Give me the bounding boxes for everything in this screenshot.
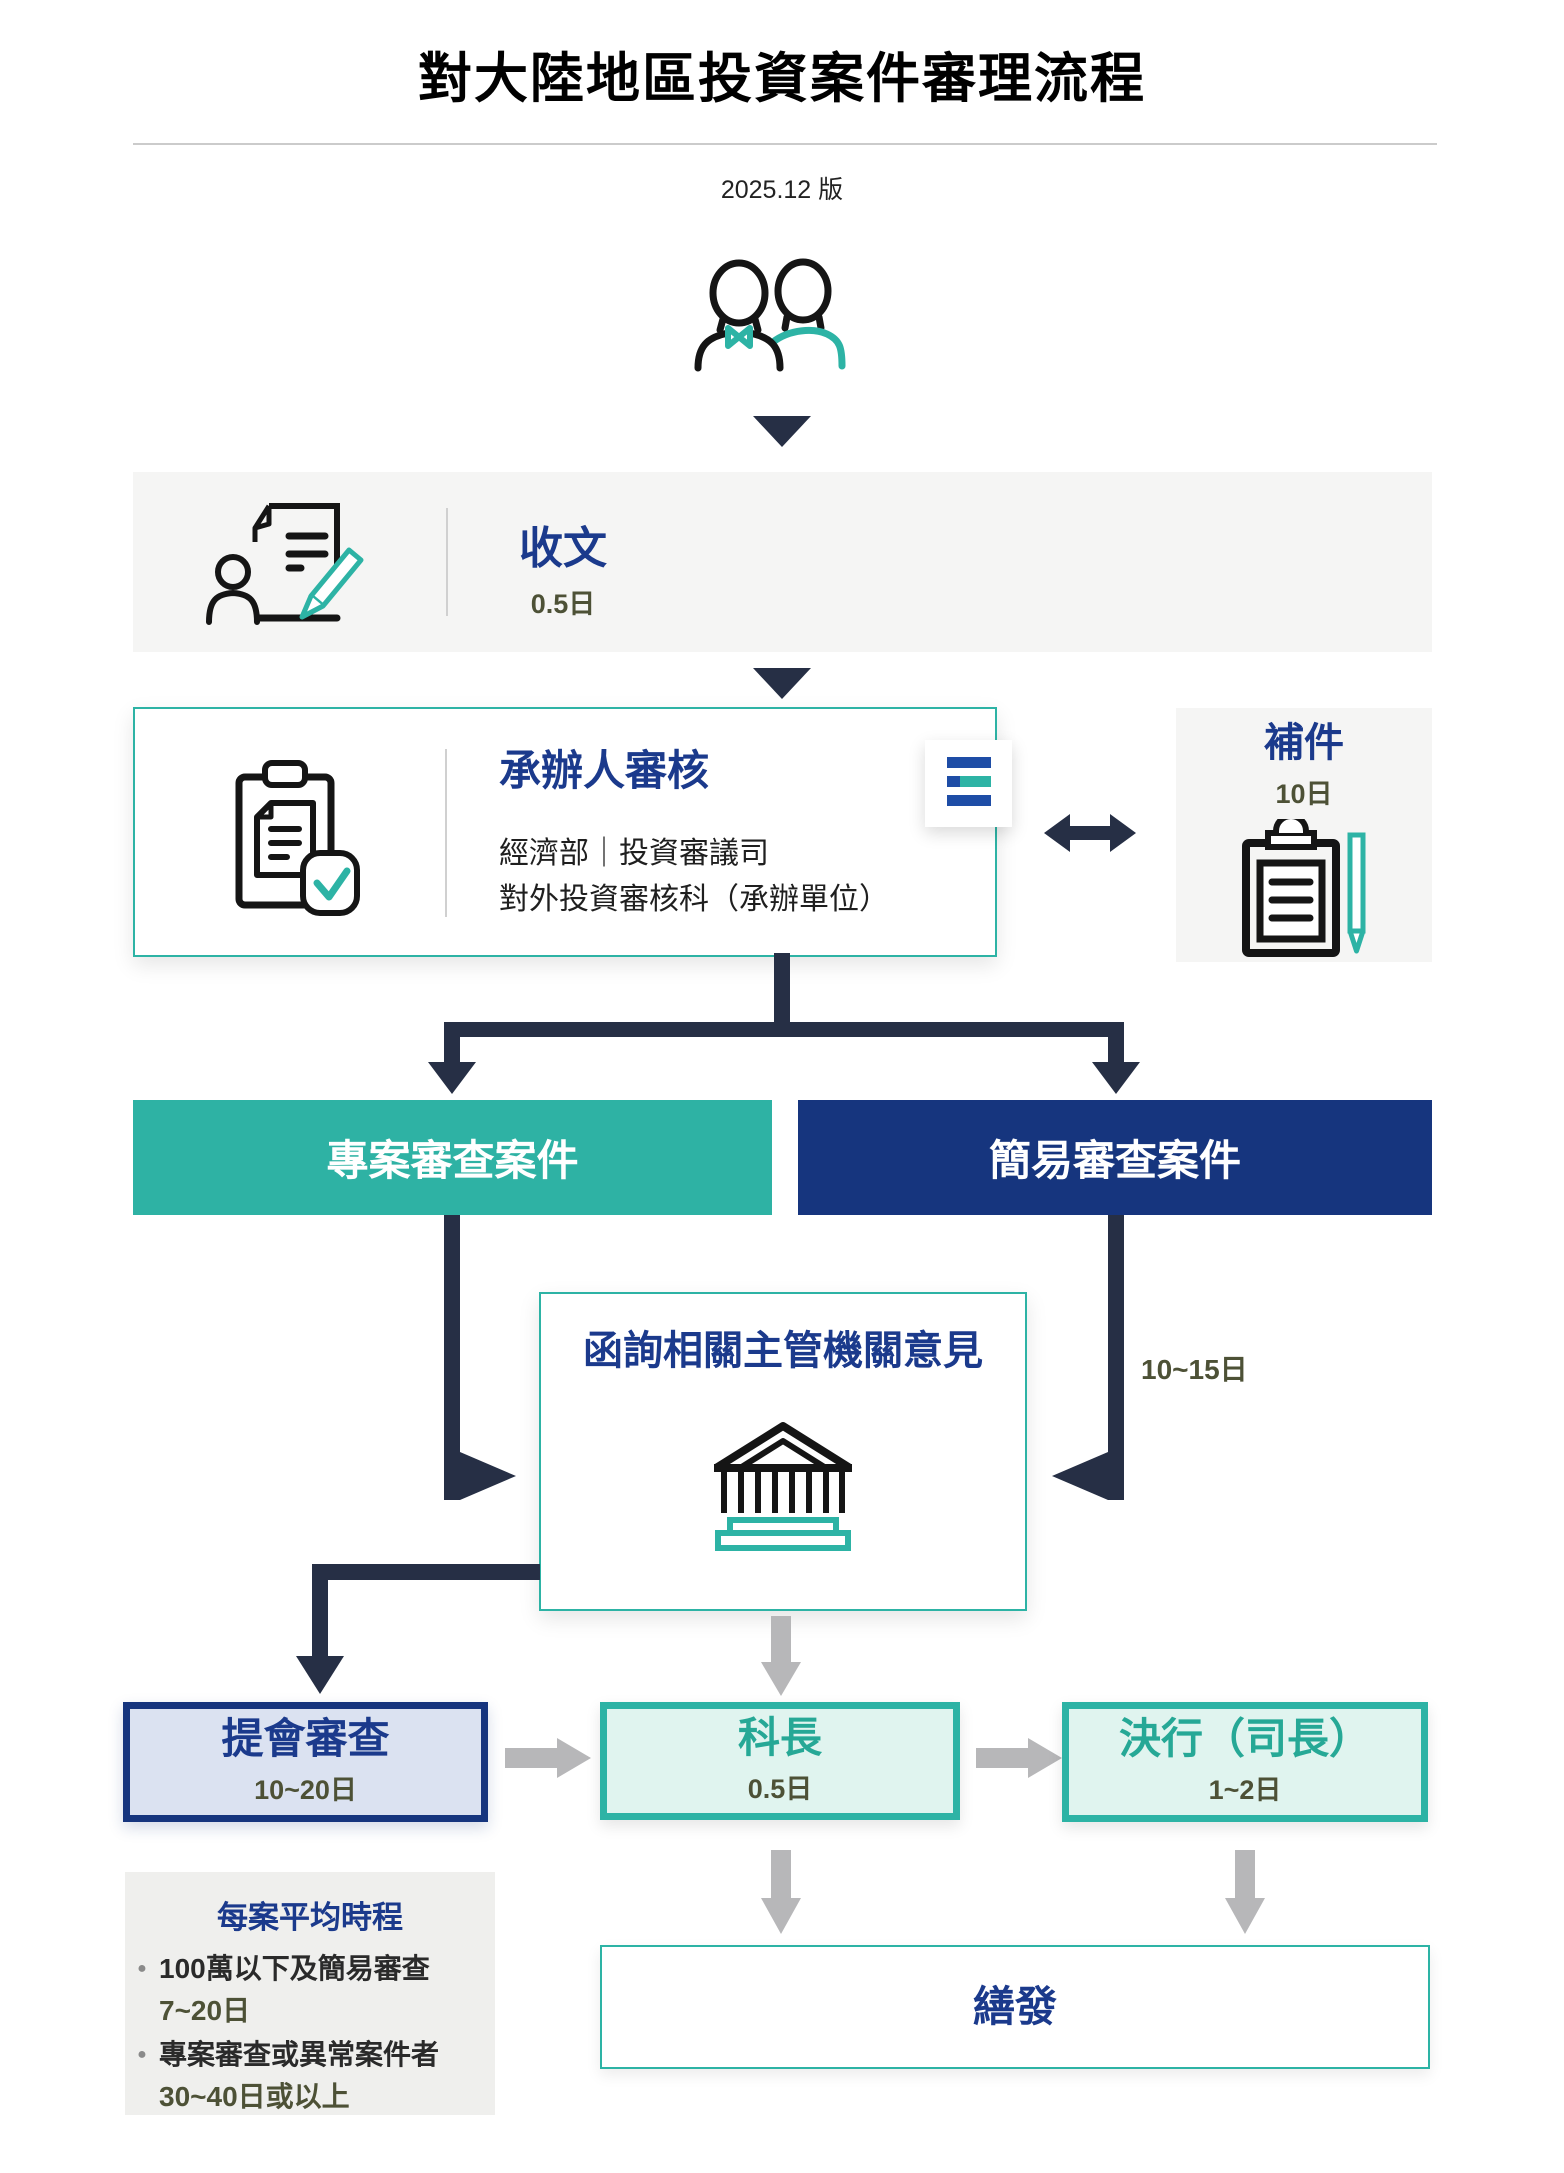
section-chief-duration: 0.5日 [747, 1773, 813, 1804]
simple-review-node: 簡易審查案件 [798, 1100, 1432, 1215]
average-item-2-duration: 30~40日或以上 [159, 2081, 350, 2113]
branch-right-drop-line [1108, 1037, 1124, 1064]
receive-label: 收文 [519, 524, 607, 573]
average-duration-note: 每案平均時程 ● 100萬以下及簡易審查 7~20日 ● 專案審查或異常案件者 … [125, 1872, 495, 2115]
special-review-label: 專案審查案件 [326, 1137, 579, 1184]
clipboard-pen-icon [1238, 813, 1370, 964]
applicants-people-icon [690, 256, 875, 378]
consult-node: 函詢相關主管機關意見 [539, 1292, 1027, 1611]
committee-elbow-horizontal-line [312, 1564, 540, 1580]
supplement-duration: 10日 [1275, 779, 1333, 809]
officer-review-node: 承辦人審核 經濟部｜投資審議司 對外投資審核科（承辦單位） [133, 707, 997, 957]
committee-node: 提會審查 10~20日 [123, 1702, 488, 1822]
director-duration: 1~2日 [1208, 1774, 1282, 1805]
branch-horizontal-line [444, 1022, 1124, 1037]
average-item-1-duration: 7~20日 [159, 1995, 251, 2027]
list-badge-icon [925, 740, 1012, 827]
government-bank-icon [708, 1416, 858, 1561]
branch-left-arrowhead-icon [428, 1062, 476, 1094]
officer-review-title: 承辦人審核 [499, 747, 710, 794]
chief-to-director-arrowhead-icon [1028, 1738, 1062, 1778]
receive-duration: 0.5日 [530, 589, 596, 620]
arrow-to-receive-icon [753, 416, 811, 447]
simple-route-duration-label: 10~15日 [1141, 1354, 1248, 1385]
arrow-to-officer-review-icon [753, 668, 811, 699]
chief-to-director-line [976, 1748, 1028, 1768]
bullet-icon: ● [137, 1960, 147, 1977]
simple-route-arrowhead-icon [1052, 1452, 1108, 1500]
clipboard-check-icon [225, 755, 365, 917]
receive-node: 收文 0.5日 [133, 472, 1432, 652]
version-label: 2025.12 版 [720, 176, 844, 204]
consult-label: 函詢相關主管機關意見 [583, 1329, 983, 1373]
consult-to-chief-line [771, 1616, 791, 1662]
director-to-dispatch-arrowhead-icon [1225, 1898, 1265, 1934]
page-title: 對大陸地區投資案件審理流程 [418, 49, 1146, 109]
special-review-node: 專案審查案件 [133, 1100, 772, 1215]
supplement-node: 補件 10日 [1176, 708, 1432, 962]
dispatch-label: 繕發 [972, 1983, 1057, 2030]
branch-left-drop-line [444, 1037, 460, 1064]
officer-review-unit: 對外投資審核科（承辦單位） [499, 883, 889, 917]
consult-to-chief-arrowhead-icon [761, 1662, 801, 1696]
director-node: 決行（司長） 1~2日 [1062, 1702, 1428, 1822]
director-label: 決行（司長） [1118, 1714, 1371, 1762]
committee-elbow-vertical-line [312, 1564, 328, 1658]
simple-review-label: 簡易審查案件 [988, 1137, 1241, 1184]
committee-label: 提會審查 [221, 1714, 390, 1762]
special-route-arrowhead-icon [460, 1452, 516, 1500]
officer-review-org: 經濟部｜投資審議司 [499, 837, 769, 871]
simple-route-line [1108, 1215, 1124, 1500]
supplement-label: 補件 [1264, 721, 1344, 765]
dispatch-node: 繕發 [600, 1945, 1430, 2069]
committee-to-chief-line [505, 1748, 557, 1768]
header-divider [133, 143, 1437, 145]
section-chief-node: 科長 0.5日 [600, 1702, 960, 1820]
special-route-line [444, 1215, 460, 1500]
committee-to-chief-arrowhead-icon [557, 1738, 591, 1778]
director-to-dispatch-line [1235, 1850, 1255, 1898]
officer-review-divider [445, 749, 447, 917]
branch-stem-line [774, 953, 790, 1023]
committee-arrowhead-icon [296, 1656, 344, 1694]
chief-to-dispatch-arrowhead-icon [761, 1898, 801, 1934]
average-item-1-text: 100萬以下及簡易審查 [159, 1953, 430, 1984]
bullet-icon: ● [137, 2046, 147, 2064]
section-chief-label: 科長 [737, 1713, 822, 1761]
committee-duration: 10~20日 [254, 1774, 357, 1805]
average-title: 每案平均時程 [217, 1900, 403, 1935]
receive-divider [446, 508, 448, 616]
branch-right-arrowhead-icon [1092, 1062, 1140, 1094]
chief-to-dispatch-line [771, 1850, 791, 1898]
average-item-2-text: 專案審查或異常案件者 [159, 2039, 440, 2071]
double-arrow-icon [1044, 814, 1136, 852]
document-intake-icon [197, 500, 377, 625]
